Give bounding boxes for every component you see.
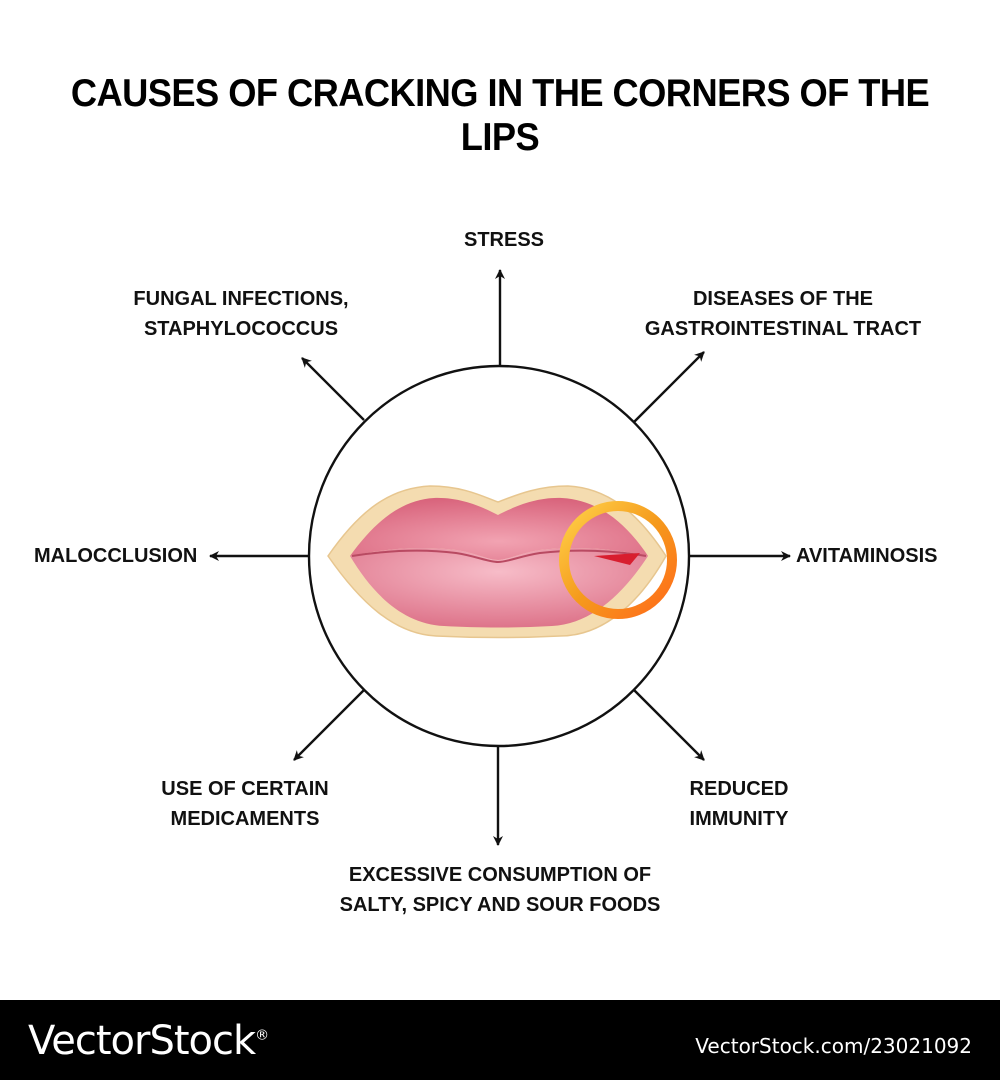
cause-medicaments-line-1: USE OF CERTAIN [161, 778, 329, 800]
watermark-footer: VectorStock® VectorStock.com/23021092 [0, 1000, 1000, 1080]
lips-diagram [209, 269, 791, 846]
cause-gastro-line-1: DISEASES OF THE [692, 288, 874, 310]
vectorstock-logo: VectorStock® [28, 1018, 269, 1064]
arrow-fungal [301, 357, 365, 421]
cause-medicaments-line-2: MEDICAMENTS [170, 808, 320, 830]
cause-immunity: REDUCED IMMUNITY [664, 774, 814, 834]
cause-gastro-line-2: GASTROINTESTINAL TRACT [644, 318, 922, 340]
cause-fungal-line-1: FUNGAL INFECTIONS, [133, 288, 349, 310]
cause-foods-line-1: EXCESSIVE CONSUMPTION OF [348, 864, 652, 886]
cause-stress-label: STRESS [463, 229, 545, 251]
arrow-medicaments [293, 689, 365, 761]
cause-avitaminosis-label: AVITAMINOSIS [796, 545, 938, 567]
cause-foods-line-2: SALTY, SPICY AND SOUR FOODS [339, 894, 661, 916]
cause-medicaments: USE OF CERTAIN MEDICAMENTS [140, 774, 350, 834]
arrow-gastro [633, 351, 705, 423]
arrow-immunity [633, 689, 705, 761]
cause-gastro: DISEASES OF THE GASTROINTESTINAL TRACT [618, 284, 948, 344]
lower-lip [350, 548, 648, 628]
stock-id: VectorStock.com/23021092 [695, 1034, 972, 1058]
cause-malocclusion: MALOCCLUSION [34, 541, 197, 571]
page-title: CAUSES OF CRACKING IN THE CORNERS OF THE… [70, 72, 930, 159]
cause-stress: STRESS [434, 225, 574, 255]
highlight-ring [559, 501, 677, 619]
upper-lip [350, 497, 648, 560]
lips-illustration [327, 485, 677, 639]
arrows [209, 269, 791, 846]
cause-avitaminosis: AVITAMINOSIS [796, 541, 937, 571]
cause-immunity-line-1: REDUCED [689, 778, 789, 800]
registered-mark: ® [255, 1027, 269, 1044]
brand-name: VectorStock [28, 1018, 256, 1064]
cause-immunity-line-2: IMMUNITY [689, 808, 789, 830]
cause-fungal-line-2: STAPHYLOCOCCUS [143, 318, 339, 340]
cause-malocclusion-label: MALOCCLUSION [34, 545, 198, 567]
cause-fungal: FUNGAL INFECTIONS, STAPHYLOCOCCUS [96, 284, 386, 344]
crack [594, 553, 640, 565]
cause-foods: EXCESSIVE CONSUMPTION OF SALTY, SPICY AN… [300, 860, 700, 920]
lip-line [351, 549, 647, 564]
